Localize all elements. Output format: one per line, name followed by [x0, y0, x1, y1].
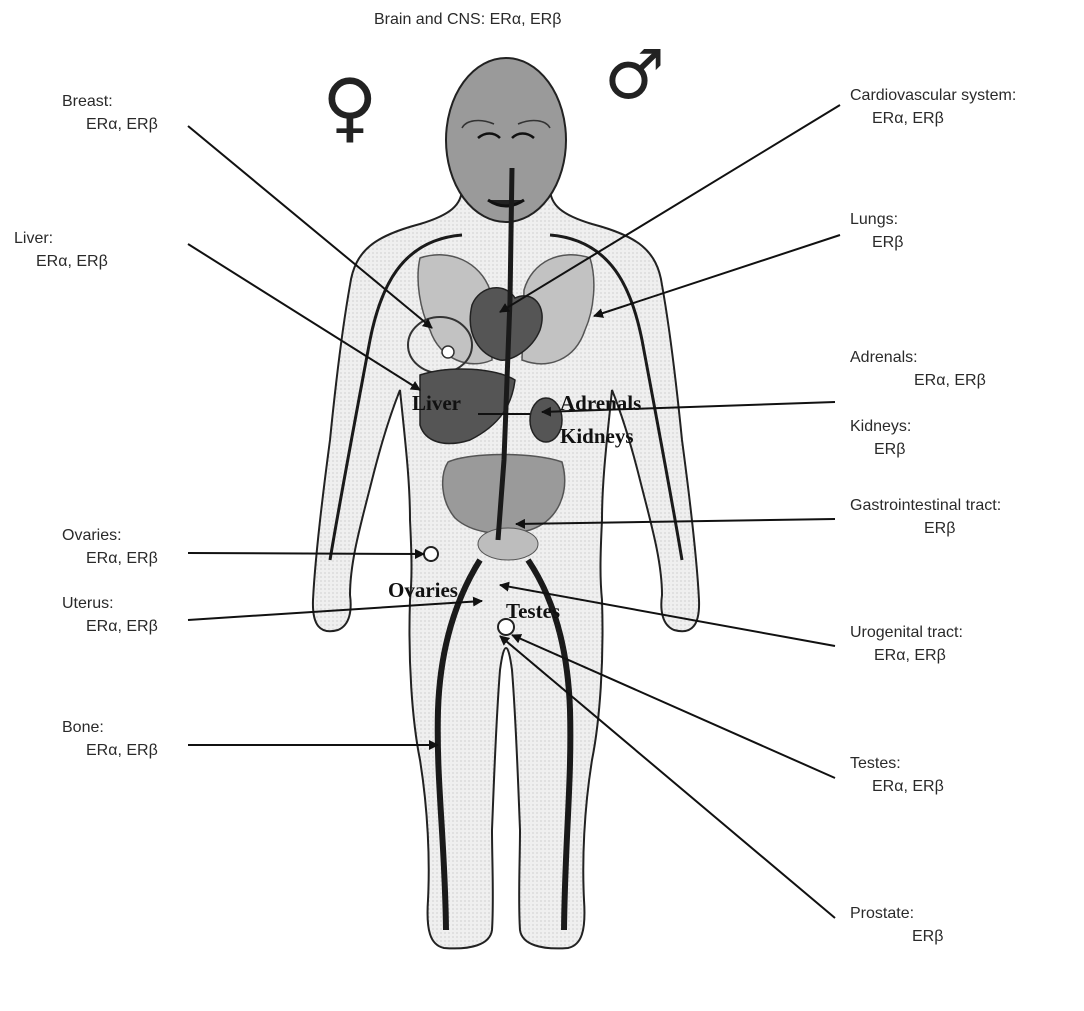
label-lungs: Lungs: ERβ — [850, 208, 903, 254]
diagram-title: Brain and CNS: ERα, ERβ — [374, 8, 561, 31]
organ-label-ovaries: Ovaries — [388, 578, 458, 602]
label-testes-receptors: ERα, ERβ — [850, 775, 944, 798]
label-ovaries-name: Ovaries: — [62, 524, 158, 547]
label-kidneys: Kidneys: ERβ — [850, 415, 911, 461]
label-bone-receptors: ERα, ERβ — [62, 739, 158, 762]
label-prostate: Prostate: ERβ — [850, 902, 943, 948]
label-cardiovascular-name: Cardiovascular system: — [850, 84, 1016, 107]
label-kidneys-name: Kidneys: — [850, 415, 911, 438]
breast-nipple — [442, 346, 454, 358]
label-adrenals-name: Adrenals: — [850, 346, 986, 369]
bladder-shape — [478, 528, 538, 560]
label-lungs-name: Lungs: — [850, 208, 903, 231]
label-gi-name: Gastrointestinal tract: — [850, 494, 1001, 517]
label-uterus: Uterus: ERα, ERβ — [62, 592, 158, 638]
female-symbol: ♀ — [322, 62, 378, 152]
kidney-shape — [530, 398, 562, 442]
male-symbol: ♂ — [604, 36, 665, 116]
head-shape — [446, 58, 566, 222]
label-kidneys-receptors: ERβ — [850, 438, 911, 461]
label-urogenital-name: Urogenital tract: — [850, 621, 963, 644]
label-prostate-receptors: ERβ — [850, 925, 943, 948]
ovary-marker — [424, 547, 438, 561]
label-ovaries-receptors: ERα, ERβ — [62, 547, 158, 570]
label-cardiovascular: Cardiovascular system: ERα, ERβ — [850, 84, 1016, 130]
label-uterus-receptors: ERα, ERβ — [62, 615, 158, 638]
label-prostate-name: Prostate: — [850, 902, 943, 925]
label-liver-receptors: ERα, ERβ — [14, 250, 108, 273]
head — [446, 58, 566, 222]
arrow-ovaries — [188, 553, 424, 554]
label-gi: Gastrointestinal tract: ERβ — [850, 494, 1001, 540]
label-breast-name: Breast: — [62, 90, 158, 113]
label-breast-receptors: ERα, ERβ — [62, 113, 158, 136]
label-ovaries: Ovaries: ERα, ERβ — [62, 524, 158, 570]
organ-label-liver: Liver — [412, 391, 461, 415]
label-liver-name: Liver: — [14, 227, 108, 250]
label-lungs-receptors: ERβ — [850, 231, 903, 254]
label-uterus-name: Uterus: — [62, 592, 158, 615]
label-breast: Breast: ERα, ERβ — [62, 90, 158, 136]
label-liver: Liver: ERα, ERβ — [14, 227, 108, 273]
label-testes: Testes: ERα, ERβ — [850, 752, 944, 798]
label-gi-receptors: ERβ — [850, 517, 1001, 540]
label-urogenital: Urogenital tract: ERα, ERβ — [850, 621, 963, 667]
organ-label-kidneys: Kidneys — [560, 424, 634, 448]
label-urogenital-receptors: ERα, ERβ — [850, 644, 963, 667]
label-cardiovascular-receptors: ERα, ERβ — [850, 107, 1016, 130]
organ-label-testes: Testes — [506, 599, 560, 623]
label-bone: Bone: ERα, ERβ — [62, 716, 158, 762]
label-bone-name: Bone: — [62, 716, 158, 739]
label-testes-name: Testes: — [850, 752, 944, 775]
arrow-breast — [188, 126, 432, 328]
label-adrenals-receptors: ERα, ERβ — [850, 369, 986, 392]
label-adrenals: Adrenals: ERα, ERβ — [850, 346, 986, 392]
